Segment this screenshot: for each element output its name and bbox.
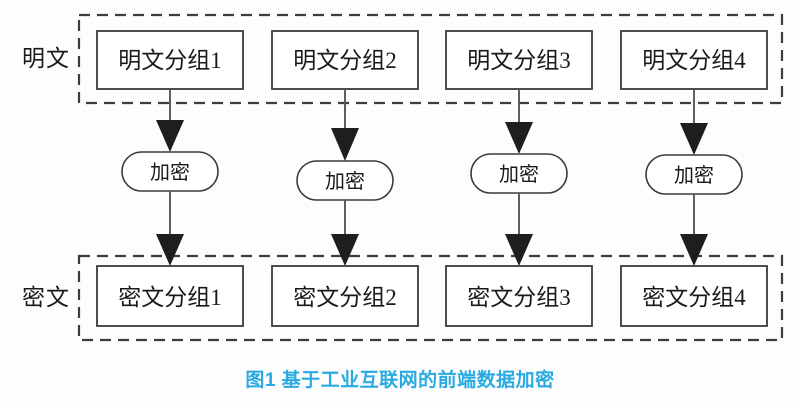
plaintext-block-2-label: 明文分组2 (293, 48, 397, 73)
encrypt-node-3-label: 加密 (499, 163, 539, 186)
arrow-head-encrypt-to-cipher-1 (156, 234, 184, 266)
ciphertext-block-2 (271, 265, 419, 327)
arrow-head-plain-to-encrypt-4 (680, 123, 708, 155)
ciphertext-block-2-label: 密文分组2 (293, 285, 397, 310)
arrow-head-plain-to-encrypt-3 (505, 122, 533, 154)
arrow-head-encrypt-to-cipher-3 (505, 234, 533, 266)
ciphertext-block-3 (445, 265, 593, 327)
figure-caption: 图1 基于工业互联网的前端数据加密 (245, 368, 554, 391)
plaintext-block-3-label: 明文分组3 (467, 48, 571, 73)
encrypt-node-1-label: 加密 (150, 161, 190, 184)
encrypt-node-2-label: 加密 (325, 170, 365, 193)
plaintext-block-1-label: 明文分组1 (118, 48, 222, 73)
encrypt-node-4-label: 加密 (674, 164, 714, 187)
plaintext-dashed-container (77, 13, 784, 105)
arrow-head-plain-to-encrypt-2 (331, 128, 359, 161)
plaintext-block-3 (445, 30, 593, 90)
ciphertext-block-4 (620, 265, 768, 327)
arrow-head-plain-to-encrypt-1 (156, 120, 184, 152)
ciphertext-block-3-label: 密文分组3 (467, 285, 571, 310)
ciphertext-dashed-container (77, 254, 784, 342)
plaintext-block-4 (620, 30, 768, 90)
arrow-head-encrypt-to-cipher-4 (680, 234, 708, 266)
ciphertext-block-1 (96, 265, 244, 327)
plaintext-block-4-label: 明文分组4 (642, 48, 746, 73)
arrow-head-encrypt-to-cipher-2 (331, 234, 359, 266)
ciphertext-block-4-label: 密文分组4 (642, 285, 746, 310)
ciphertext-block-1-label: 密文分组1 (118, 285, 222, 310)
plaintext-block-1 (96, 30, 244, 90)
plaintext-section-label: 明文 (22, 46, 70, 71)
ciphertext-section-label: 密文 (22, 285, 70, 310)
